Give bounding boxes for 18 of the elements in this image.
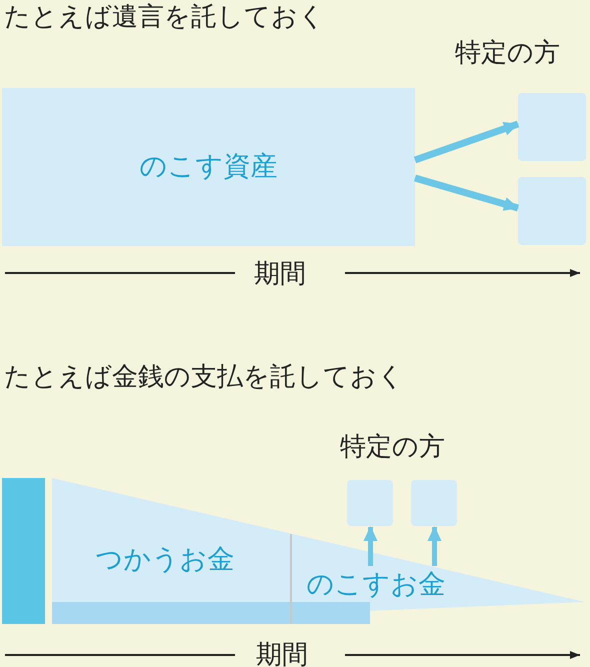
empty-box [518, 177, 586, 245]
heading: たとえば金銭の支払を託しておく [4, 362, 404, 392]
asset-box [2, 88, 415, 246]
axis-label: 期間 [254, 259, 306, 289]
empty-box [518, 93, 586, 161]
arrow [414, 174, 519, 212]
empty-box [347, 480, 393, 526]
group-label: 特定の方 [340, 432, 445, 462]
axis-label: 期間 [256, 640, 308, 667]
area-label: つかうお金 [96, 544, 234, 576]
area-label: のこすお金 [306, 569, 446, 601]
area-label: のこす資産 [140, 151, 278, 183]
group-label: 特定の方 [455, 38, 560, 68]
heading: たとえば遺言を託しておく [4, 2, 325, 32]
arrow [364, 526, 378, 566]
arrow [428, 526, 442, 566]
arrow [414, 120, 520, 164]
empty-box [411, 480, 457, 526]
